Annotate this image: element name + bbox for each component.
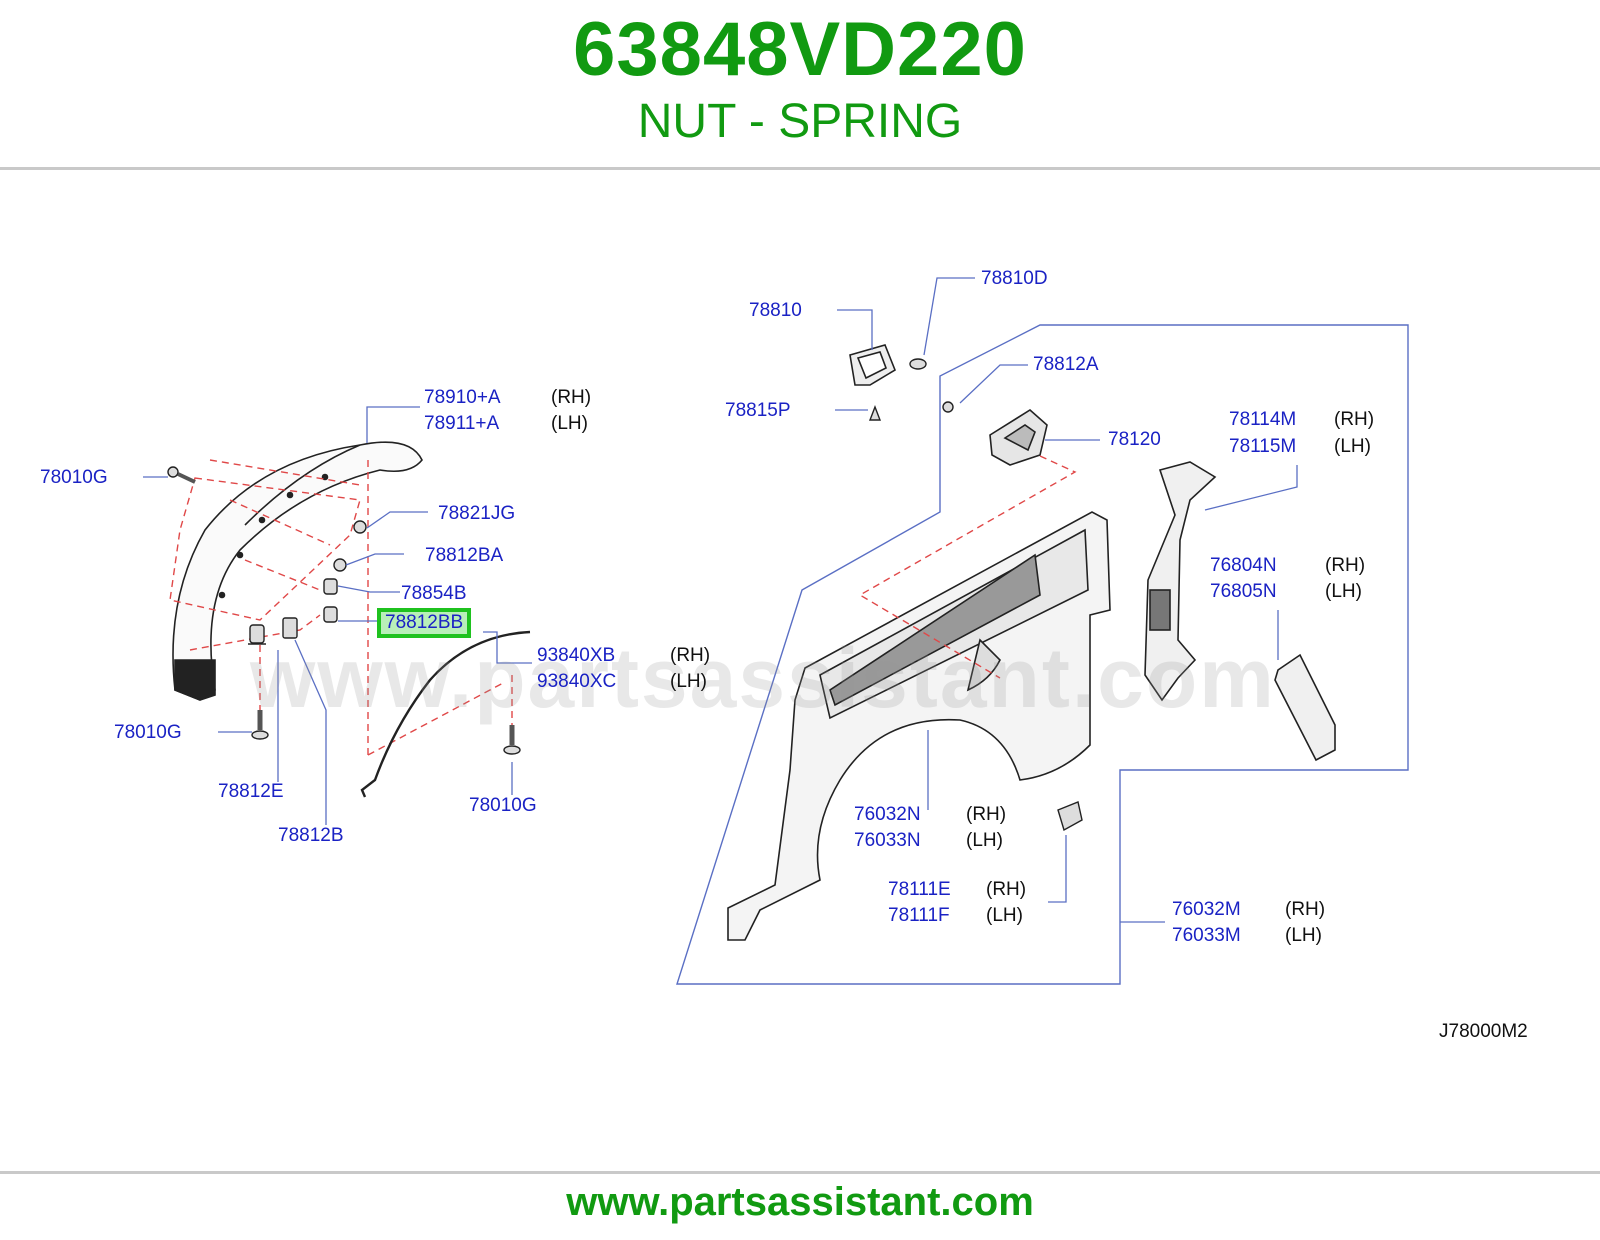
side-rh: (RH) — [1285, 899, 1326, 920]
callout-78812e[interactable]: 78812E — [218, 781, 284, 802]
callout-76033n[interactable]: 76033N — [854, 830, 921, 851]
nut-78854b — [323, 578, 338, 595]
callout-76804n[interactable]: 76804N — [1210, 555, 1277, 576]
screw-78010g-mid — [251, 710, 269, 740]
parts-diagram: www.partsassistant.com 78910+A (RH) 7891… — [0, 170, 1600, 1170]
callout-78812ba[interactable]: 78812BA — [425, 545, 504, 566]
clip-78812ba — [333, 558, 347, 572]
callout-78111f[interactable]: 78111F — [888, 905, 950, 926]
clip-78821jg — [353, 520, 367, 534]
side-rh: (RH) — [670, 645, 711, 666]
side-rh: (RH) — [986, 879, 1027, 900]
callout-78812a[interactable]: 78812A — [1033, 354, 1099, 375]
assembly-frame — [676, 324, 1409, 985]
side-lh: (LH) — [1334, 436, 1371, 457]
nut-78812bb — [323, 606, 338, 623]
clip-78812b — [282, 617, 298, 639]
callout-76032n[interactable]: 76032N — [854, 804, 921, 825]
wheel-arch-seal — [360, 630, 531, 798]
callout-78120[interactable]: 78120 — [1108, 429, 1161, 450]
screw-78010g-bottom — [503, 725, 521, 755]
callout-78810[interactable]: 78810 — [749, 300, 802, 321]
watermark: www.partsassistant.com — [250, 631, 1276, 725]
left-leaders — [143, 406, 532, 825]
callout-78810d[interactable]: 78810D — [981, 268, 1048, 289]
callout-76033m[interactable]: 76033M — [1172, 925, 1241, 946]
side-panel — [727, 511, 1111, 941]
screw-78010g-top — [167, 466, 196, 484]
side-rh: (RH) — [1334, 409, 1375, 430]
clip-78812e — [248, 624, 266, 645]
callout-78854b[interactable]: 78854B — [401, 583, 467, 604]
pillar-trim — [1144, 461, 1217, 702]
callout-93840xb[interactable]: 93840XB — [537, 645, 616, 666]
side-rh: (RH) — [551, 387, 592, 408]
callout-78114m[interactable]: 78114M — [1229, 409, 1297, 430]
side-lh: (LH) — [1285, 925, 1322, 946]
callout-76032m[interactable]: 76032M — [1172, 899, 1241, 920]
right-leaders — [835, 277, 1298, 923]
side-lh: (LH) — [986, 905, 1023, 926]
fender-flare — [172, 441, 423, 701]
callout-78010g-bottom[interactable]: 78010G — [469, 795, 537, 816]
side-lh: (LH) — [551, 413, 588, 434]
side-lh: (LH) — [670, 671, 707, 692]
right-small-fasteners — [868, 358, 1083, 832]
diagram-code: J78000M2 — [1439, 1021, 1528, 1042]
fuel-housing-78120 — [989, 409, 1048, 466]
footer-url[interactable]: www.partsassistant.com — [566, 1180, 1034, 1224]
side-rh: (RH) — [1325, 555, 1366, 576]
diagram-drawing — [143, 277, 1409, 985]
side-lh: (LH) — [1325, 581, 1362, 602]
callout-78115m[interactable]: 78115M — [1229, 436, 1297, 457]
right-dashed-guides — [858, 455, 1077, 679]
callout-76805n[interactable]: 76805N — [1210, 581, 1277, 602]
footer-divider — [0, 1171, 1600, 1174]
side-lh: (LH) — [966, 830, 1003, 851]
callout-78815p[interactable]: 78815P — [725, 400, 791, 421]
garnish-76804n — [1274, 653, 1336, 762]
part-name: NUT - SPRING — [637, 95, 963, 148]
side-rh: (RH) — [966, 804, 1007, 825]
callout-78910a[interactable]: 78910+A — [424, 387, 501, 408]
callout-78812b[interactable]: 78812B — [278, 825, 344, 846]
header-divider — [0, 167, 1600, 170]
callout-93840xc[interactable]: 93840XC — [537, 671, 617, 692]
left-fasteners — [167, 466, 521, 755]
fuel-lid-78810 — [849, 344, 896, 386]
callout-78010g-mid[interactable]: 78010G — [114, 722, 182, 743]
callout-78821jg[interactable]: 78821JG — [438, 503, 516, 524]
callout-78911a[interactable]: 78911+A — [424, 413, 500, 434]
callout-78111e[interactable]: 78111E — [888, 879, 951, 900]
header: 63848VD220 NUT - SPRING — [0, 0, 1600, 170]
callout-78010g-top[interactable]: 78010G — [40, 467, 108, 488]
part-number: 63848VD220 — [573, 7, 1027, 92]
callout-78812bb-highlighted[interactable]: 78812BB — [377, 608, 472, 638]
